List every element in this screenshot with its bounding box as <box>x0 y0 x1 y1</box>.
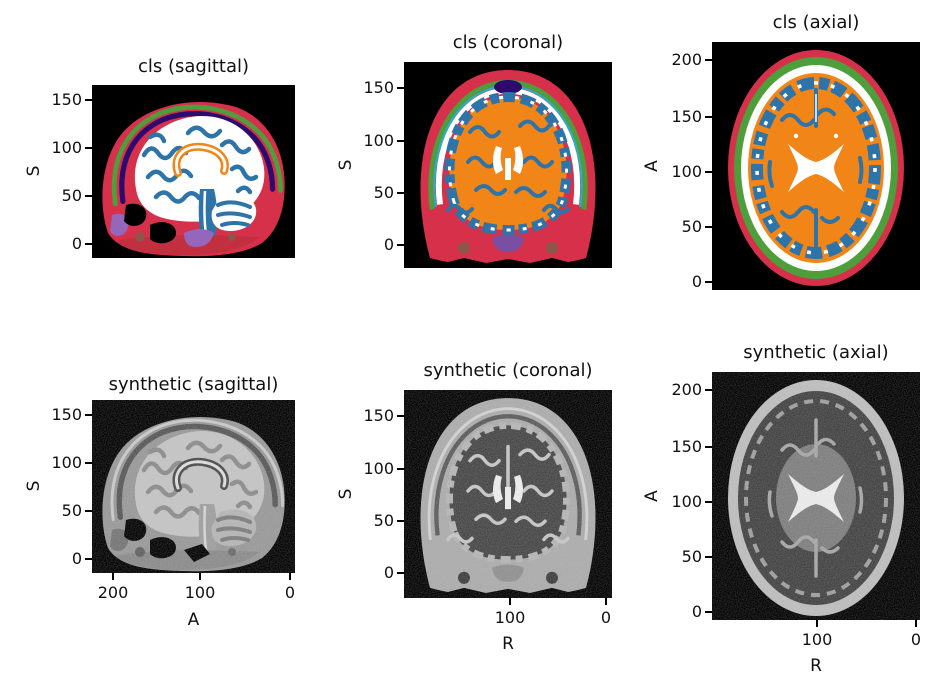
y-tick-label: 150 <box>51 90 82 109</box>
tick-mark-y <box>705 446 712 448</box>
y-axis-label-s: S <box>336 159 356 171</box>
subplot-title-cls-coronal: cls (coronal) <box>452 32 564 53</box>
synthetic-axial-image <box>712 372 920 620</box>
y-axis-label-s: S <box>24 165 44 177</box>
x-tick-label: 100 <box>494 608 526 627</box>
x-axis-label-r: R <box>502 634 514 654</box>
tick-mark-y <box>85 243 92 245</box>
cls-sagittal-slice <box>92 85 295 258</box>
cls-coronal-slice <box>404 62 612 268</box>
cls-sagittal-image <box>92 85 295 258</box>
tick-mark-y <box>85 195 92 197</box>
tick-mark-x <box>605 598 607 605</box>
y-tick-label: 0 <box>383 235 394 254</box>
tick-mark-y <box>85 558 92 560</box>
tick-mark-y <box>397 244 404 246</box>
tick-mark-y <box>85 462 92 464</box>
y-tick-label: 50 <box>373 183 394 202</box>
subplot-title-synthetic-sagittal: synthetic (sagittal) <box>108 374 279 395</box>
y-axis-label-s: S <box>336 488 356 500</box>
y-tick-label: 0 <box>691 602 702 621</box>
tick-mark-y <box>397 468 404 470</box>
tick-mark-y <box>397 572 404 574</box>
tick-mark-x <box>289 573 291 580</box>
scalp-skull-layers <box>111 104 283 207</box>
tick-mark-y <box>705 226 712 228</box>
tick-mark-x <box>199 573 201 580</box>
y-tick-label: 150 <box>51 405 82 424</box>
cls-axial-slice <box>712 42 920 290</box>
tick-mark-y <box>397 520 404 522</box>
y-tick-label: 50 <box>681 217 702 236</box>
tick-mark-y <box>705 501 712 503</box>
ventricles <box>493 146 523 180</box>
ventricles <box>788 144 844 192</box>
y-tick-label: 150 <box>363 78 394 97</box>
tick-mark-y <box>705 556 712 558</box>
tick-mark-x <box>816 620 818 627</box>
tick-mark-y <box>85 99 92 101</box>
tick-mark-y <box>705 59 712 61</box>
y-tick-label: 50 <box>61 186 82 205</box>
x-tick-label: 100 <box>184 583 216 602</box>
tick-mark-y <box>397 87 404 89</box>
tick-mark-y <box>705 116 712 118</box>
y-tick-label: 0 <box>71 234 82 253</box>
tick-mark-y <box>705 171 712 173</box>
tick-mark-y <box>705 389 712 391</box>
y-tick-label: 150 <box>671 107 702 126</box>
subplot-title-synthetic-coronal: synthetic (coronal) <box>423 360 593 381</box>
subplot-title-synthetic-axial: synthetic (axial) <box>743 342 889 363</box>
tick-mark-y <box>85 147 92 149</box>
cortex-gyri <box>446 119 570 215</box>
tick-mark-y <box>397 140 404 142</box>
x-tick-label: 200 <box>97 583 129 602</box>
y-tick-label: 100 <box>51 138 82 157</box>
tick-mark-x <box>509 598 511 605</box>
y-tick-label: 150 <box>363 406 394 425</box>
x-tick-label: 0 <box>284 583 296 602</box>
synthetic-sagittal-image <box>92 400 295 573</box>
subplot-title-cls-axial: cls (axial) <box>772 12 860 33</box>
y-tick-label: 100 <box>671 162 702 181</box>
y-tick-label: 200 <box>671 380 702 399</box>
subplot-title-cls-sagittal: cls (sagittal) <box>137 56 250 77</box>
y-tick-label: 0 <box>71 549 82 568</box>
x-tick-label: 0 <box>910 630 922 649</box>
synthetic-axial-slice <box>712 372 920 620</box>
cortex-gyri <box>141 125 259 204</box>
y-tick-label: 50 <box>373 511 394 530</box>
synthetic-coronal-slice <box>404 390 612 598</box>
tick-mark-y <box>705 611 712 613</box>
x-axis-label-a: A <box>187 610 200 630</box>
y-tick-label: 100 <box>671 492 702 511</box>
tick-mark-y <box>397 192 404 194</box>
cls-coronal-image <box>404 62 612 268</box>
y-tick-label: 100 <box>363 131 394 150</box>
x-tick-label: 100 <box>801 630 833 649</box>
y-tick-label: 0 <box>691 272 702 291</box>
tick-mark-y <box>85 510 92 512</box>
tick-mark-x <box>915 620 917 627</box>
synthetic-sagittal-slice <box>92 400 295 573</box>
y-tick-label: 50 <box>681 547 702 566</box>
y-tick-label: 100 <box>51 453 82 472</box>
y-tick-label: 100 <box>363 459 394 478</box>
cls-axial-image <box>712 42 920 290</box>
y-tick-label: 0 <box>383 563 394 582</box>
tick-mark-y <box>85 414 92 416</box>
synthetic-coronal-image <box>404 390 612 598</box>
tick-mark-y <box>705 281 712 283</box>
y-tick-label: 150 <box>671 437 702 456</box>
y-axis-label-s: S <box>24 480 44 492</box>
x-axis-label-r: R <box>810 656 822 676</box>
y-tick-label: 200 <box>671 50 702 69</box>
tick-mark-x <box>112 573 114 580</box>
x-tick-label: 0 <box>600 608 612 627</box>
y-tick-label: 50 <box>61 501 82 520</box>
tick-mark-y <box>397 415 404 417</box>
